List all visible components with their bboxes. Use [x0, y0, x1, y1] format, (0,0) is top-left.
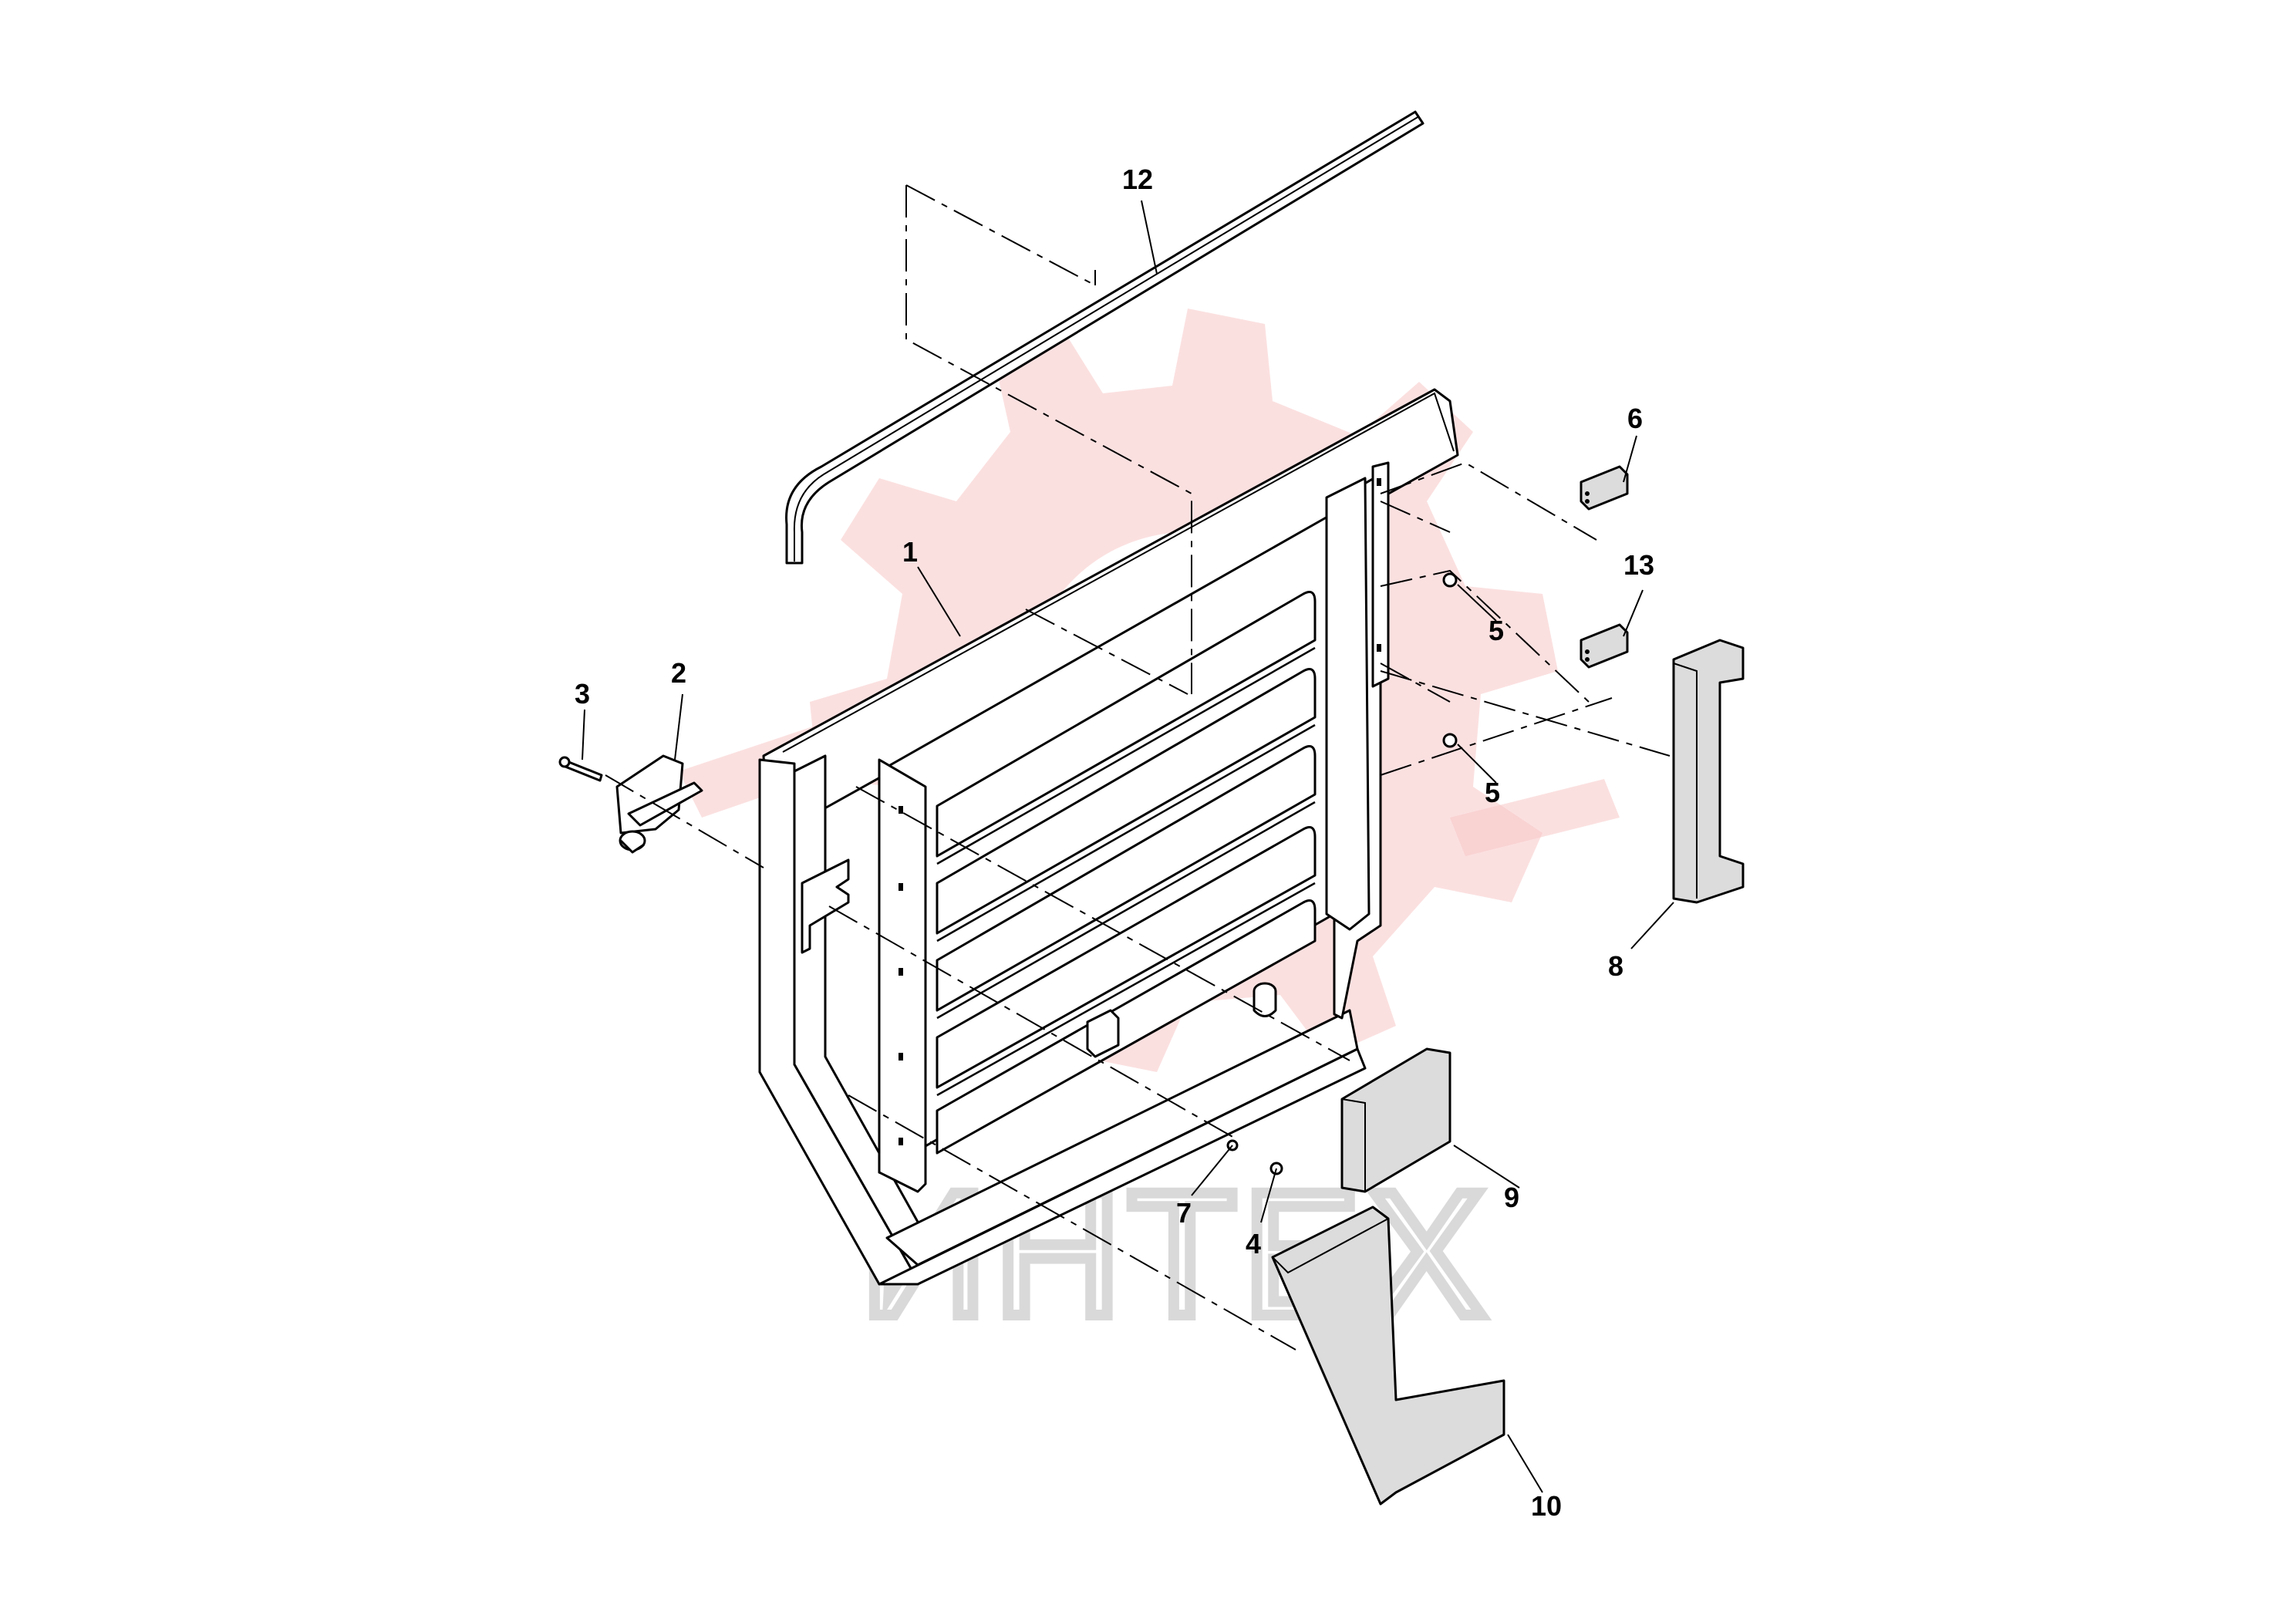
leader-lines [582, 200, 1674, 1493]
callout-13: 13 [1623, 549, 1654, 581]
callout-8: 8 [1608, 950, 1623, 982]
part-13-hinge-block [1580, 623, 1629, 669]
part-6-hinge-block [1580, 465, 1629, 511]
callout-12: 12 [1122, 164, 1153, 195]
part-5-bolts [1442, 572, 1458, 748]
callout-9: 9 [1504, 1182, 1519, 1213]
part-9-foam-pad [1340, 1047, 1451, 1193]
part-8-vertical-seal [1672, 639, 1745, 904]
callout-2: 2 [671, 657, 686, 689]
bracket-holes-left [899, 806, 903, 1145]
part-3-screw [558, 756, 603, 782]
callout-1: 1 [902, 536, 918, 568]
part-1-frame [758, 388, 1459, 1286]
part-2-latch-bracket [615, 754, 703, 854]
frame-slats [936, 591, 1317, 1155]
callout-7: 7 [1176, 1197, 1192, 1229]
assembly-lines [605, 184, 1671, 1351]
callout-4: 4 [1246, 1228, 1261, 1259]
part-10-l-seal [1271, 1206, 1505, 1506]
callout-labels: 1 2 3 4 5 5 6 7 8 9 10 12 13 [575, 164, 1654, 1522]
callout-6: 6 [1627, 403, 1643, 434]
callout-5-upper: 5 [1489, 615, 1504, 646]
callout-10: 10 [1531, 1490, 1562, 1522]
callout-3: 3 [575, 678, 590, 710]
part-12-seal-strip [785, 110, 1424, 565]
callout-5-lower: 5 [1485, 777, 1500, 808]
